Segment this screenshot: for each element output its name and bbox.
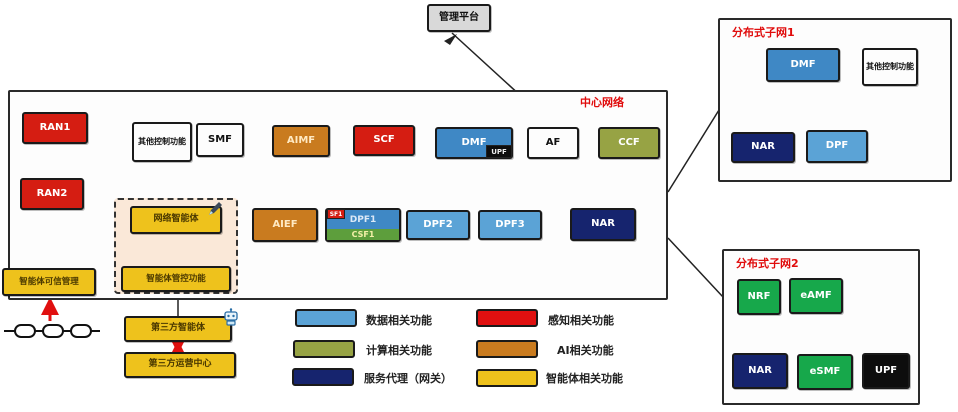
other-control-function-node: 其他控制功能 (132, 122, 192, 162)
legend-swatch-proxy (292, 368, 354, 386)
dpf3-node: DPF3 (478, 210, 542, 240)
third-party-agent-node: 第三方智能体 (124, 316, 232, 342)
blockchain-link-icon (70, 324, 92, 338)
network-agent-node: 网络智能体 (130, 206, 222, 234)
central-network-panel (8, 90, 668, 300)
dpf1-sensing-badge: SF1 (327, 209, 345, 219)
aimf-node: AIMF (272, 125, 330, 157)
legend-label-data: 数据相关功能 (366, 314, 432, 327)
aief-node: AIEF (252, 208, 318, 242)
ran1-node: RAN1 (22, 112, 88, 144)
subnet1-dmf-node: DMF (766, 48, 840, 82)
central-nar-node: NAR (570, 208, 636, 241)
ccf-node: CCF (598, 127, 660, 159)
blockchain-link-icon (14, 324, 36, 338)
subnet1-dpf-node: DPF (806, 130, 868, 163)
management-platform-node: 管理平台 (427, 4, 491, 32)
dpf1-label: DPF1 (327, 210, 399, 229)
subnet1-nar-node: NAR (731, 132, 795, 163)
ran2-node: RAN2 (20, 178, 84, 210)
legend-swatch-sensing (476, 309, 538, 327)
subnet2-title: 分布式子网2 (736, 257, 799, 270)
agent-management-node: 智能体管控功能 (121, 266, 231, 292)
legend-label-agent: 智能体相关功能 (546, 372, 623, 385)
smf-node: SMF (196, 123, 244, 157)
subnet2-upf-node: UPF (862, 353, 910, 389)
legend-label-computing: 计算相关功能 (366, 344, 432, 357)
dpf2-node: DPF2 (406, 210, 470, 240)
legend-swatch-agent (476, 369, 538, 387)
central-network-title: 中心网络 (580, 96, 624, 109)
blockchain-link-icon (42, 324, 64, 338)
legend-label-proxy: 服务代理（网关） (364, 372, 452, 385)
scf-node: SCF (353, 125, 415, 156)
robot-icon (222, 308, 240, 330)
subnet1-other-control-node: 其他控制功能 (862, 48, 918, 86)
csf1-label: CSF1 (327, 229, 399, 240)
legend-swatch-data (295, 309, 357, 327)
legend-label-ai: AI相关功能 (557, 344, 614, 357)
subnet2-nrf-node: NRF (737, 279, 781, 315)
pencil-icon (206, 200, 224, 222)
subnet1-title: 分布式子网1 (732, 26, 795, 39)
subnet2-nar-node: NAR (732, 353, 788, 389)
third-party-operation-center-node: 第三方运营中心 (124, 352, 236, 378)
af-node: AF (527, 127, 579, 159)
legend-swatch-computing (293, 340, 355, 358)
agent-trust-management-node: 智能体可信管理 (2, 268, 96, 296)
subnet2-eamf-node: eAMF (789, 278, 843, 314)
dmf-upf-badge: UPF (486, 145, 512, 158)
legend-swatch-ai (476, 340, 538, 358)
legend-label-sensing: 感知相关功能 (548, 314, 614, 327)
subnet2-esmf-node: eSMF (797, 354, 853, 390)
dpf1-csf1-composite-node: DPF1 CSF1 (325, 208, 401, 242)
